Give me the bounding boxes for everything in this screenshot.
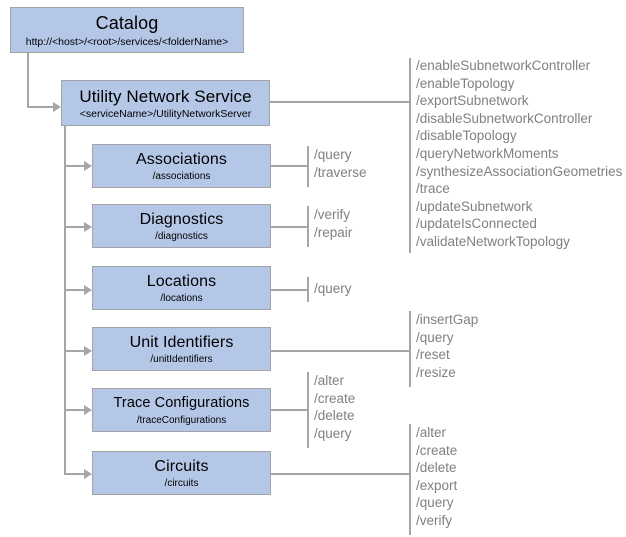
operation-item: /alter <box>314 373 345 388</box>
operation-item: /verify <box>416 512 453 528</box>
connector-branch-diagnostics <box>64 226 84 228</box>
node-trace-configurations-path: /traceConfigurations <box>136 414 227 426</box>
ops-list-associations: /query/traverse <box>314 146 367 181</box>
operation-item: /synthesizeAssociationGeometries <box>416 163 623 179</box>
arrowhead-circuits <box>84 469 92 479</box>
operation-item: /query <box>416 495 454 511</box>
connector-service-ops <box>270 101 410 103</box>
operation-item: /delete <box>416 460 457 476</box>
node-diagnostics-path: /diagnostics <box>155 230 208 242</box>
connector-catalog-arrowhead <box>53 102 61 112</box>
operation-item: /reset <box>416 347 450 363</box>
ops-list-service: /enableSubnetworkController/enableTopolo… <box>416 57 622 251</box>
ops-list-locations: /query <box>314 280 352 298</box>
operation-item: /enableTopology <box>416 75 515 91</box>
ops-list-trace-configurations: /alter/create/delete/query <box>314 372 355 442</box>
operation-item: /resize <box>416 364 456 380</box>
connector-branch-circuits <box>64 473 84 475</box>
operation-item: /query <box>314 281 352 296</box>
connector-unit-identifiers-ops <box>271 350 410 352</box>
node-service-title: Utility Network Service <box>79 86 252 106</box>
bracket-diagnostics-ops <box>307 206 309 247</box>
arrowhead-associations <box>84 161 92 171</box>
node-catalog-title: Catalog <box>95 12 159 33</box>
bracket-service-ops <box>409 58 411 253</box>
operation-item: /trace <box>416 181 450 197</box>
arrowhead-locations <box>84 285 92 295</box>
bracket-locations-ops <box>307 277 309 302</box>
operation-item: /updateSubnetwork <box>416 198 533 214</box>
node-diagnostics-title: Diagnostics <box>139 210 224 228</box>
ops-list-diagnostics: /verify/repair <box>314 206 352 241</box>
operation-item: /query <box>416 329 454 345</box>
node-associations-path: /associations <box>152 170 211 182</box>
node-unit-identifiers-title: Unit Identifiers <box>129 333 234 351</box>
node-utility-network-service[interactable]: Utility Network Service <serviceName>/Ut… <box>61 80 270 126</box>
connector-branch-trace-configurations <box>64 409 84 411</box>
node-associations[interactable]: Associations /associations <box>92 144 271 188</box>
node-catalog[interactable]: Catalog http://<host>/<root>/services/<f… <box>10 7 244 53</box>
connector-circuits-ops <box>271 473 410 475</box>
connector-catalog-right <box>27 106 53 108</box>
operation-item: /query <box>314 425 352 441</box>
node-catalog-path: http://<host>/<root>/services/<folderNam… <box>25 35 229 48</box>
connector-associations-ops <box>271 165 308 167</box>
arrowhead-diagnostics <box>84 222 92 232</box>
ops-list-unit-identifiers: /insertGap/query/reset/resize <box>416 311 478 381</box>
bracket-circuits-ops <box>409 424 411 535</box>
connector-catalog-down <box>27 53 29 108</box>
bracket-unit-identifiers-ops <box>409 311 411 387</box>
operation-item: /export <box>416 477 458 493</box>
connector-service-spine <box>64 126 66 475</box>
node-service-path: <serviceName>/UtilityNetworkServer <box>79 107 252 120</box>
operation-item: /insertGap <box>416 312 479 327</box>
operation-item: /create <box>314 390 356 406</box>
connector-trace-configurations-ops <box>271 409 308 411</box>
operation-item: /verify <box>314 207 351 222</box>
operation-item: /validateNetworkTopology <box>416 233 570 249</box>
arrowhead-trace-configurations <box>84 405 92 415</box>
operation-item: /create <box>416 442 458 458</box>
node-trace-configurations[interactable]: Trace Configurations /traceConfiguration… <box>92 388 271 432</box>
connector-branch-unit-identifiers <box>64 350 84 352</box>
connector-branch-locations <box>64 289 84 291</box>
connector-locations-ops <box>271 289 308 291</box>
operation-item: /enableSubnetworkController <box>416 58 591 73</box>
node-circuits-path: /circuits <box>164 477 199 489</box>
connector-diagnostics-ops <box>271 226 308 228</box>
operation-item: /exportSubnetwork <box>416 93 529 109</box>
node-unit-identifiers-path: /unitIdentifiers <box>150 353 213 365</box>
connector-branch-associations <box>64 165 84 167</box>
operation-item: /delete <box>314 408 355 424</box>
node-diagnostics[interactable]: Diagnostics /diagnostics <box>92 204 271 248</box>
node-unit-identifiers[interactable]: Unit Identifiers /unitIdentifiers <box>92 327 271 371</box>
node-locations[interactable]: Locations /locations <box>92 266 271 310</box>
node-trace-configurations-title: Trace Configurations <box>113 394 250 411</box>
operation-item: /disableTopology <box>416 128 517 144</box>
bracket-associations-ops <box>307 146 309 187</box>
operation-item: /query <box>314 147 352 162</box>
operation-item: /updateIsConnected <box>416 216 537 232</box>
node-circuits-title: Circuits <box>154 457 209 475</box>
node-associations-title: Associations <box>135 150 228 168</box>
operation-item: /repair <box>314 224 353 240</box>
operation-item: /traverse <box>314 164 367 180</box>
arrowhead-unit-identifiers <box>84 346 92 356</box>
node-locations-path: /locations <box>160 292 203 304</box>
node-locations-title: Locations <box>146 272 217 290</box>
bracket-trace-configurations-ops <box>307 372 309 448</box>
operation-item: /alter <box>416 425 447 440</box>
ops-list-circuits: /alter/create/delete/export/query/verify <box>416 424 457 530</box>
operation-item: /disableSubnetworkController <box>416 110 593 126</box>
operation-item: /queryNetworkMoments <box>416 145 559 161</box>
node-circuits[interactable]: Circuits /circuits <box>92 451 271 495</box>
